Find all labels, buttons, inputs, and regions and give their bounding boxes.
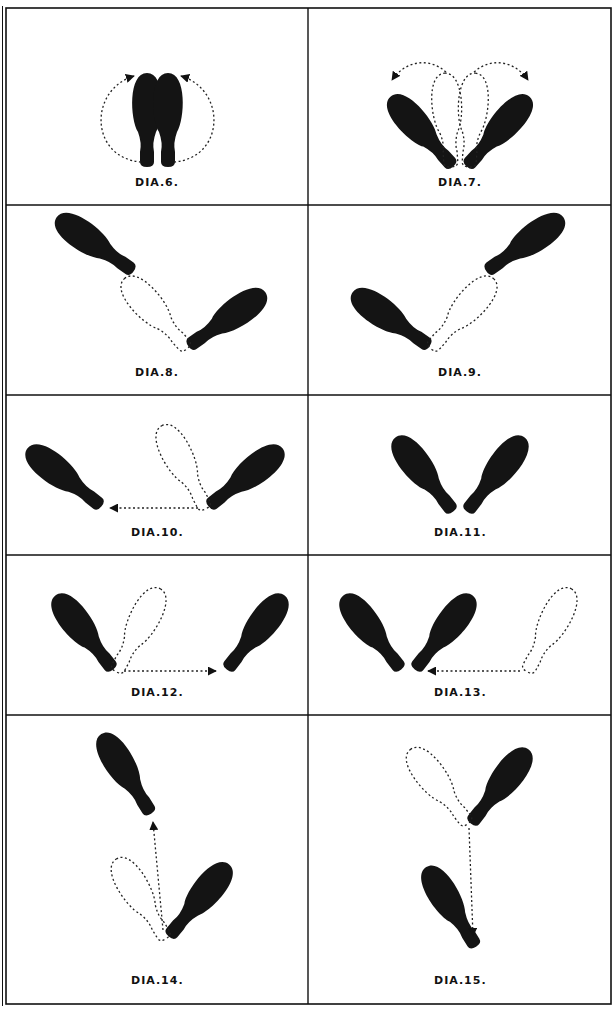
figure-label: DIA.10.	[129, 526, 186, 539]
figure-label: DIA.7.	[436, 176, 484, 189]
dotted-footprints	[103, 72, 584, 946]
solid-footprints	[18, 73, 571, 955]
figure-label: DIA.6.	[133, 176, 181, 189]
figure-label: DIA.14.	[129, 974, 186, 987]
figure-label: DIA.11.	[432, 526, 489, 539]
panel-frame	[3, 6, 612, 1006]
figure-label: DIA.13.	[432, 686, 489, 699]
movement-arrows	[101, 63, 528, 936]
figure-label: DIA.12.	[129, 686, 186, 699]
figure-label: DIA.9.	[436, 366, 484, 379]
figure-label: DIA.15.	[432, 974, 489, 987]
figure-label: DIA.8.	[133, 366, 181, 379]
